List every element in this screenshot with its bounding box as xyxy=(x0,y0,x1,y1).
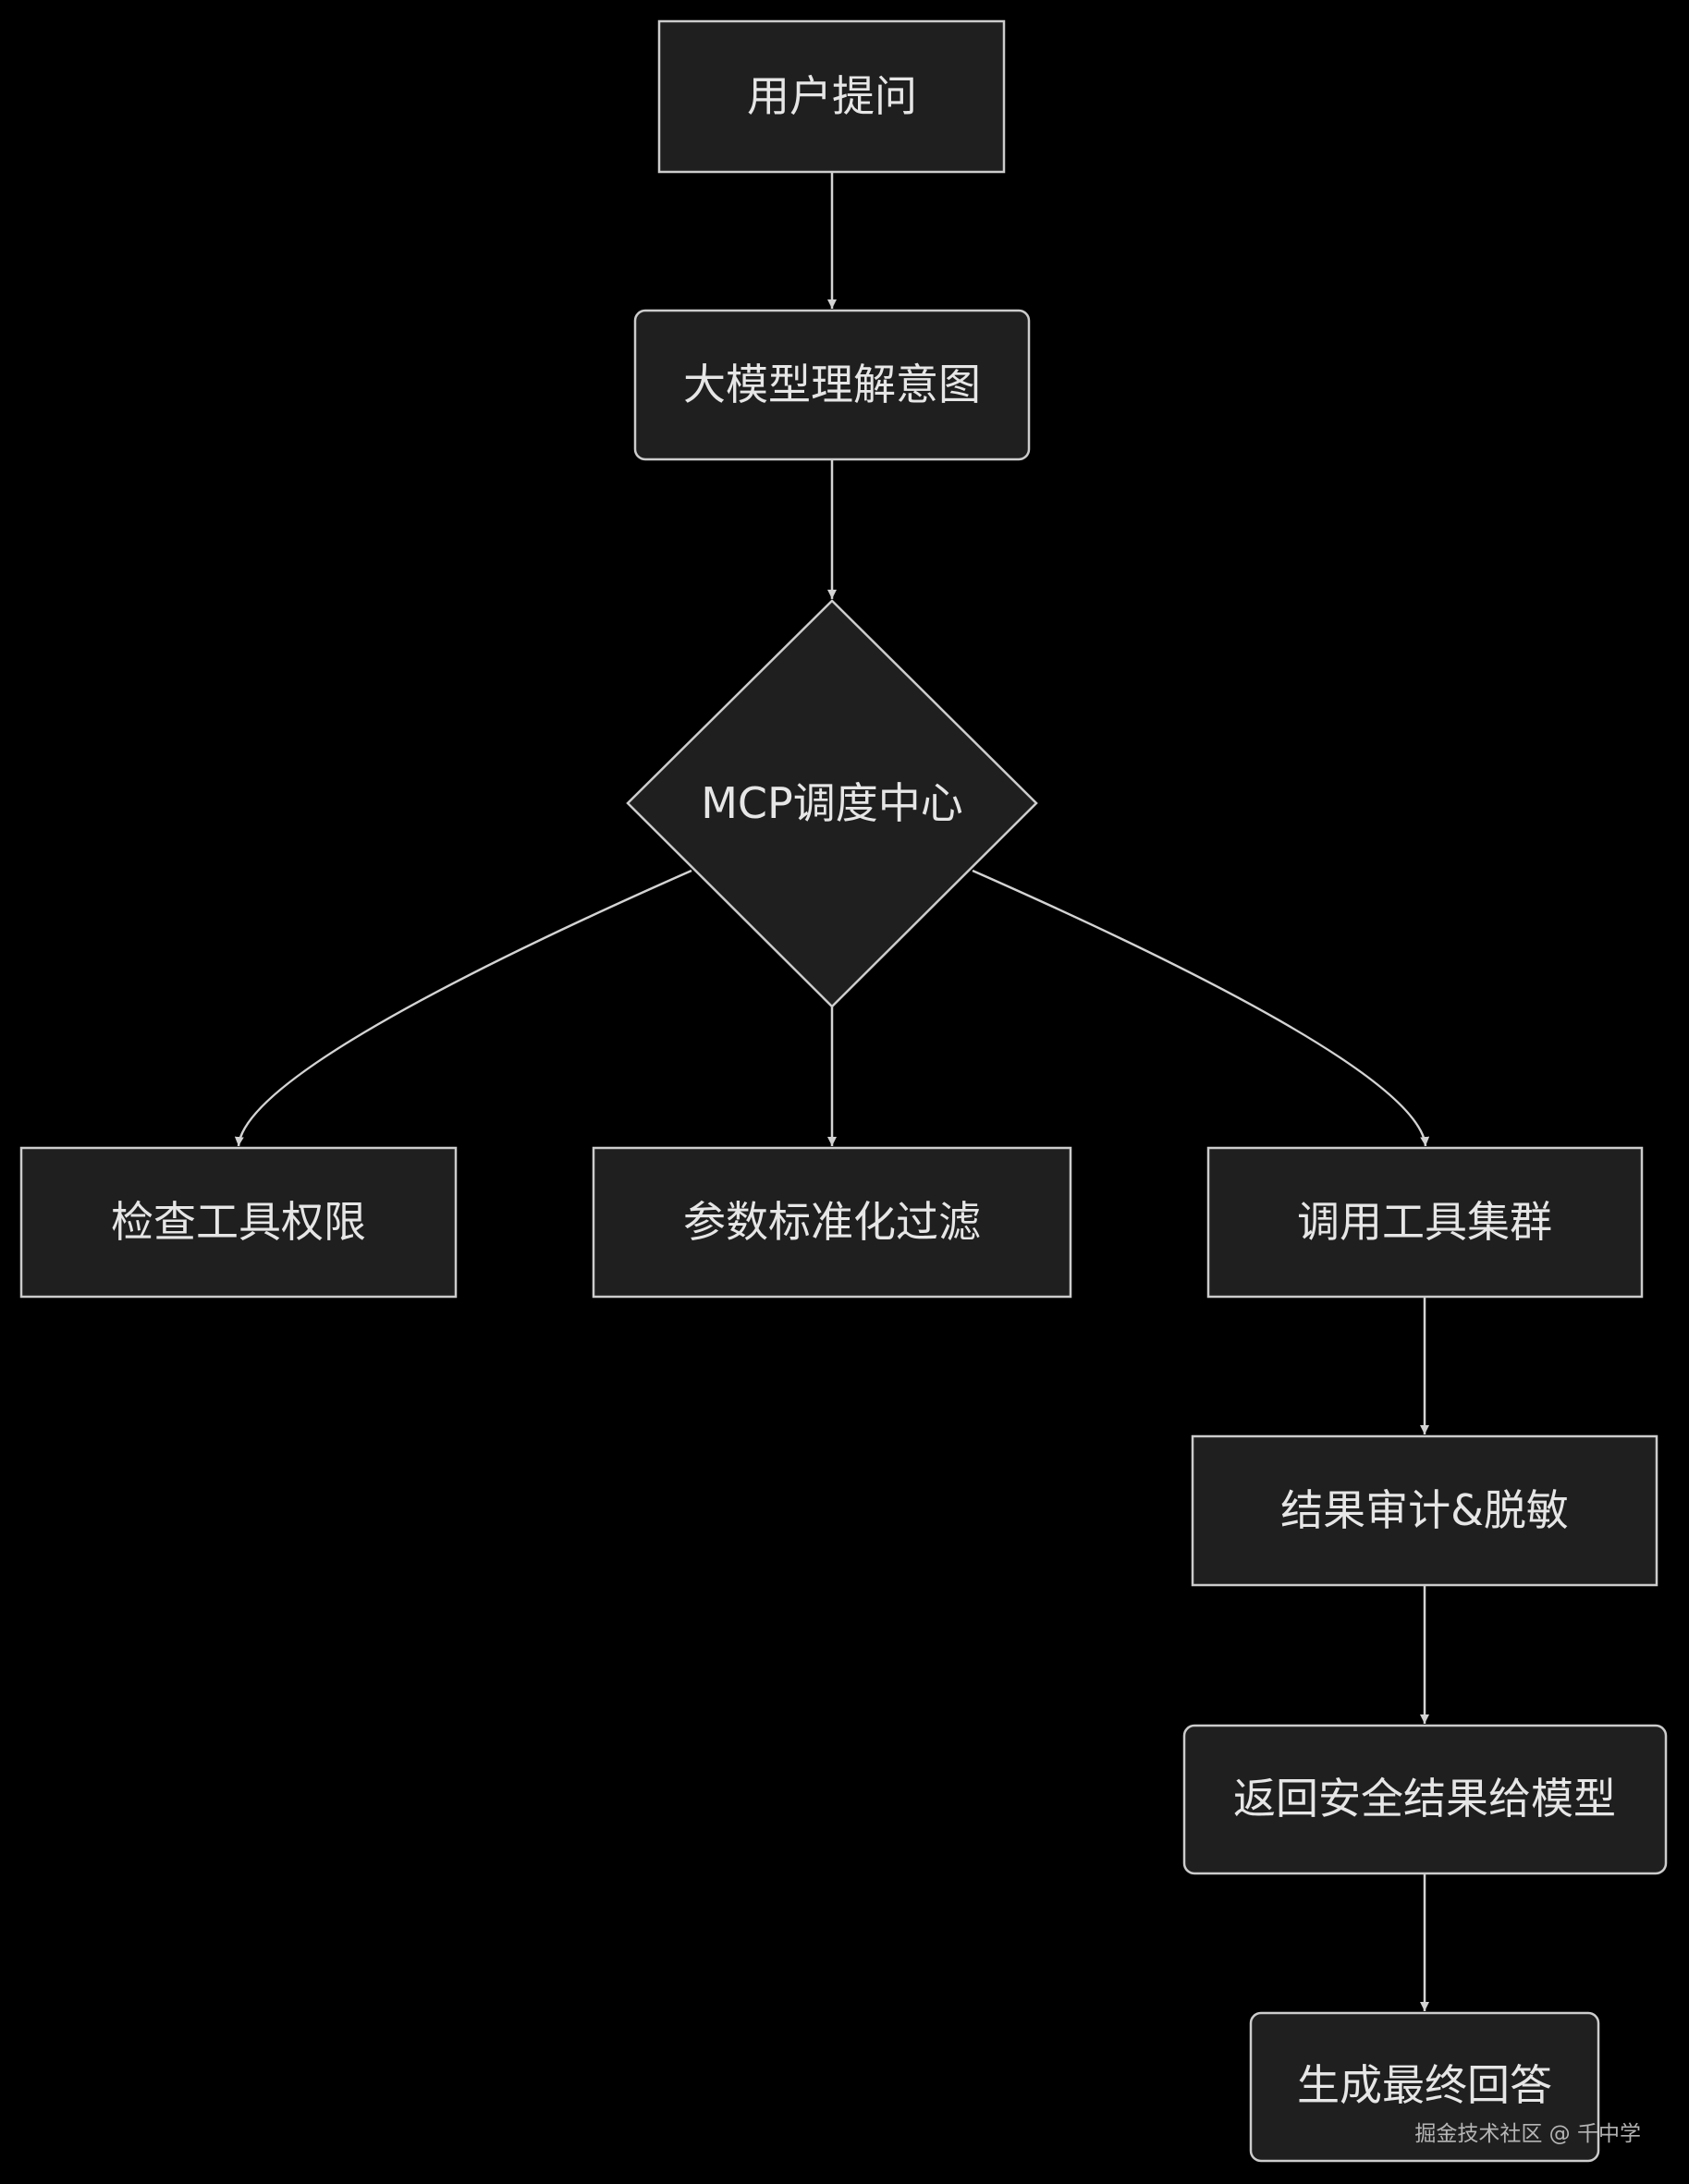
node-check-permission: 检查工具权限 xyxy=(19,1146,458,1299)
node-param-filter-label: 参数标准化过滤 xyxy=(683,1197,981,1247)
node-mcp-center-label: MCP调度中心 xyxy=(701,778,963,828)
node-check-permission-label: 检查工具权限 xyxy=(111,1197,366,1247)
node-llm-intent-label: 大模型理解意图 xyxy=(683,360,981,409)
edges xyxy=(234,172,1430,2011)
node-mcp-center-decision: MCP调度中心 xyxy=(626,599,1038,1008)
node-final-answer: 生成最终回答 xyxy=(1249,2011,1600,2163)
edge-mcp-center-to-check-permission xyxy=(234,869,692,1147)
node-return-safe-label: 返回安全结果给模型 xyxy=(1233,1774,1616,1824)
node-audit-mask: 结果审计&脱敏 xyxy=(1191,1434,1658,1587)
node-llm-intent: 大模型理解意图 xyxy=(633,309,1031,461)
node-audit-mask-label: 结果审计&脱敏 xyxy=(1280,1485,1569,1535)
node-invoke-tools-label: 调用工具集群 xyxy=(1297,1197,1552,1247)
edge-mcp-center-to-invoke-tools xyxy=(972,869,1430,1147)
node-user-question-label: 用户提问 xyxy=(747,71,917,121)
watermark: 掘金技术社区 @ 千中学 xyxy=(1414,2122,1641,2146)
node-return-safe: 返回安全结果给模型 xyxy=(1182,1724,1668,1875)
node-invoke-tools: 调用工具集群 xyxy=(1206,1146,1644,1299)
node-user-question: 用户提问 xyxy=(657,19,1006,174)
node-param-filter: 参数标准化过滤 xyxy=(592,1146,1072,1299)
node-final-answer-label: 生成最终回答 xyxy=(1297,2060,1552,2110)
